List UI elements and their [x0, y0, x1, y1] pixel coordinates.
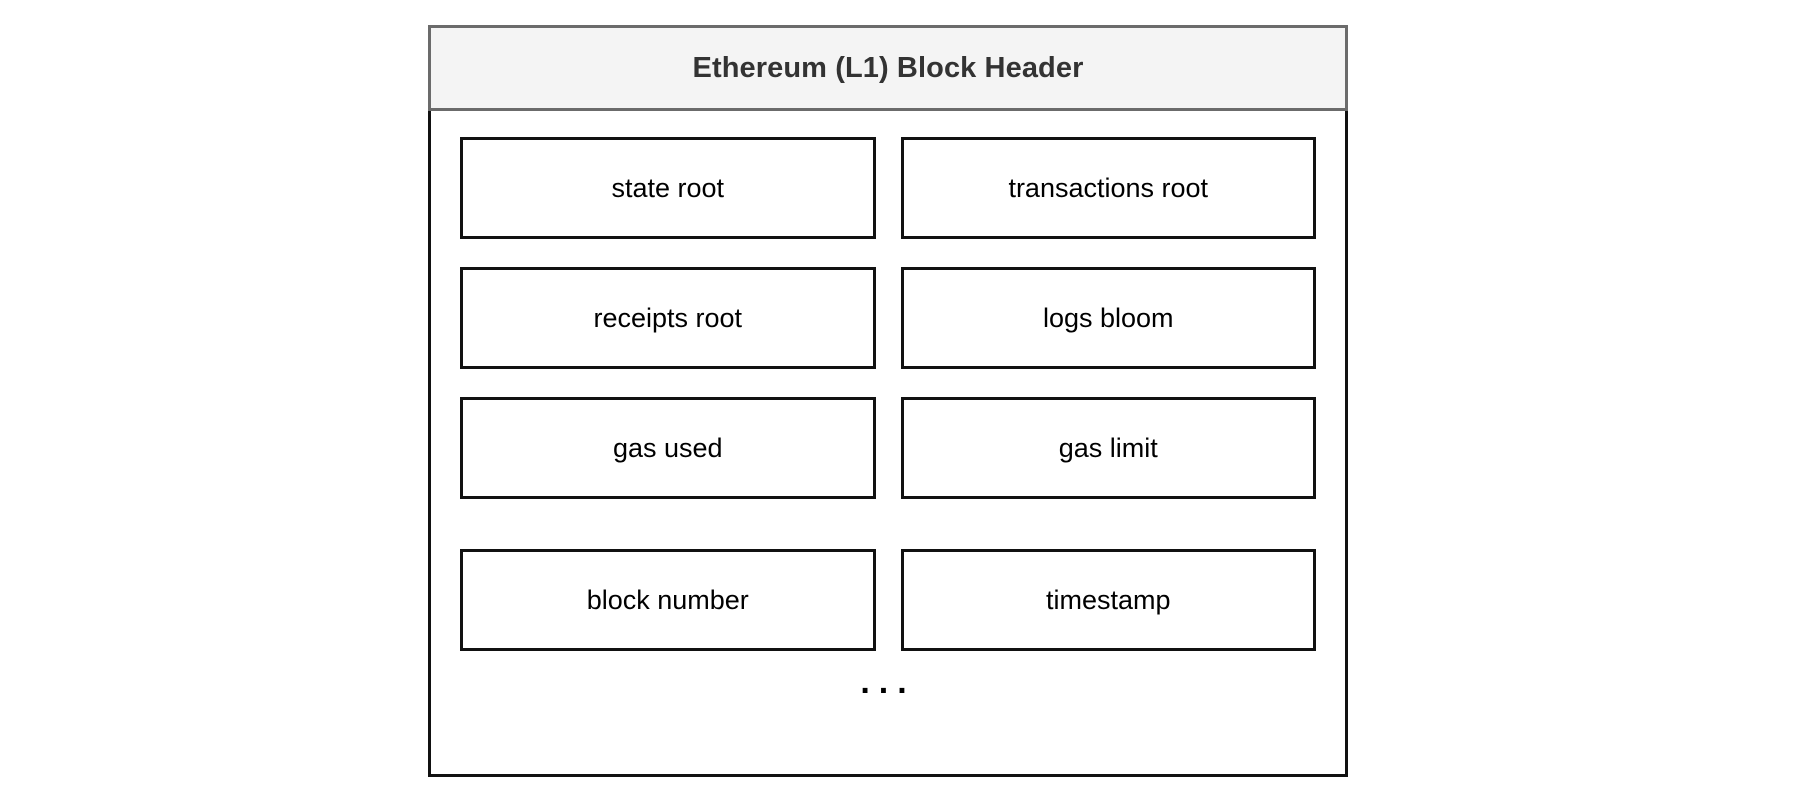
ellipsis-icon: ... — [860, 663, 916, 701]
field-cell-transactions-root: transactions root — [900, 137, 1316, 239]
field-label: gas limit — [1058, 432, 1158, 463]
block-header-body: state root transactions root receipts ro… — [428, 111, 1348, 777]
continuation-row: ... — [460, 651, 1316, 774]
field-cell-gas-used: gas used — [460, 397, 876, 499]
field-row: state root transactions root — [460, 137, 1316, 239]
header-field-grid: state root transactions root receipts ro… — [460, 137, 1316, 651]
field-cell-receipts-root: receipts root — [460, 267, 876, 369]
diagram-title-bar: Ethereum (L1) Block Header — [428, 25, 1348, 111]
field-cell-timestamp: timestamp — [900, 549, 1316, 651]
field-label: logs bloom — [1042, 302, 1174, 333]
field-row: block number timestamp — [460, 549, 1316, 651]
field-row: receipts root logs bloom — [460, 267, 1316, 369]
field-cell-gas-limit: gas limit — [900, 397, 1316, 499]
field-cell-logs-bloom: logs bloom — [900, 267, 1316, 369]
field-label: state root — [611, 172, 725, 203]
block-header-diagram: Ethereum (L1) Block Header state root tr… — [428, 25, 1348, 777]
field-row: gas used gas limit — [460, 397, 1316, 499]
field-cell-block-number: block number — [460, 549, 876, 651]
field-cell-state-root: state root — [460, 137, 876, 239]
field-label: gas used — [612, 432, 723, 463]
field-label: transactions root — [1008, 172, 1209, 203]
field-label: block number — [586, 584, 749, 615]
page-title: Ethereum (L1) Block Header — [692, 51, 1084, 84]
field-label: receipts root — [593, 302, 743, 333]
field-label: timestamp — [1045, 584, 1171, 615]
